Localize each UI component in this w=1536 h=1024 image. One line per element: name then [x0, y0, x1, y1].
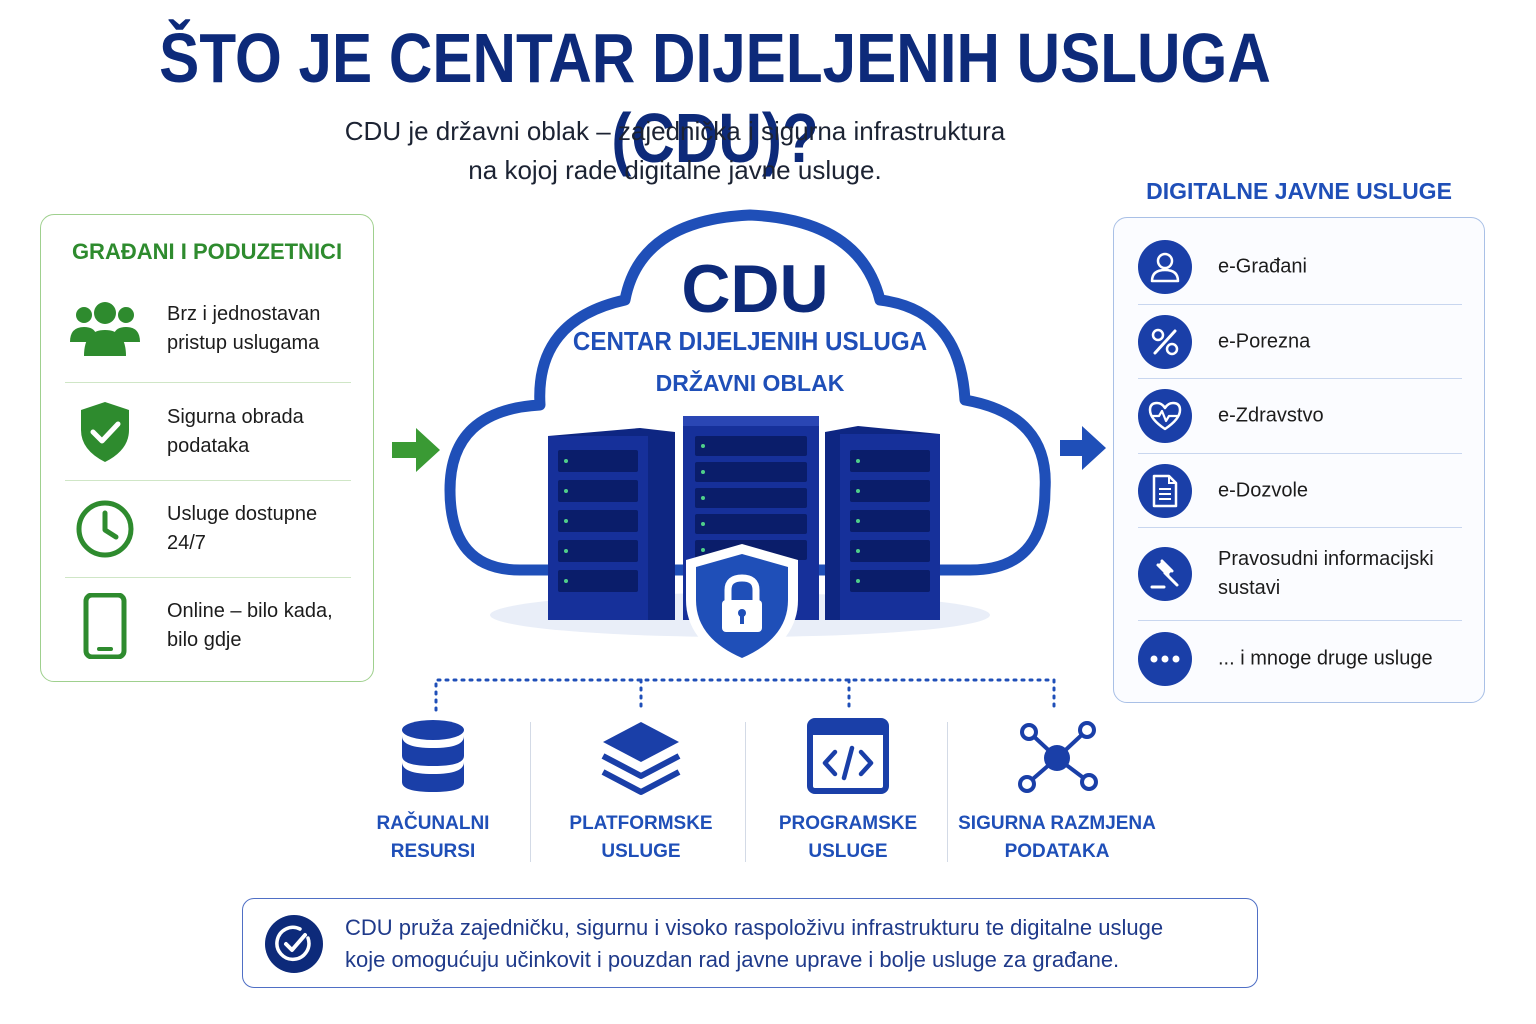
category-divider — [530, 722, 531, 862]
citizen-benefit-availability: Usluge dostupne 24/7 — [65, 480, 351, 577]
service-item-e-zdravstvo[interactable]: e-Zdravstvo — [1138, 379, 1462, 453]
service-label: Pravosudni informacijski sustavi — [1218, 548, 1434, 599]
arrow-right-green-icon — [392, 428, 440, 472]
divider — [1138, 378, 1462, 379]
summary-line-2: koje omogućuju učinkovit i pouzdan rad j… — [345, 947, 1120, 972]
arrow-right-blue-icon — [1060, 426, 1106, 470]
summary-box: CDU pruža zajedničku, sigurnu i visoko r… — [242, 898, 1258, 988]
citizen-benefit-text: Usluge dostupne 24/7 — [167, 500, 357, 558]
summary-text: CDU pruža zajedničku, sigurnu i visoko r… — [345, 912, 1245, 976]
category-secure-data-exchange: SIGURNA RAZMJENA PODATAKA — [952, 700, 1162, 870]
cdu-abbreviation: CDU — [681, 251, 829, 327]
benefit-line-2: pristup uslugama — [167, 331, 320, 354]
category-label: SIGURNA RAZMJENA PODATAKA — [958, 813, 1156, 862]
benefit-line-1: Online – bilo kada, — [167, 599, 333, 622]
benefit-line-1: Sigurna obrada — [167, 405, 304, 428]
divider — [1138, 527, 1462, 528]
citizen-benefit-online: Online – bilo kada, bilo gdje — [65, 577, 351, 674]
citizens-panel: GRAĐANI I PODUZETNICI Brz i jednostavan … — [40, 214, 374, 682]
subtitle-line-2: na kojoj rade digitalne javne usluge. — [468, 155, 882, 185]
digital-services-panel: e-Građani e-Porezna e-Zdravstvo e-Dozvol… — [1113, 217, 1485, 703]
category-software-services: PROGRAMSKE USLUGE — [743, 700, 953, 870]
database-icon — [328, 718, 538, 808]
percent-icon — [1138, 315, 1192, 369]
service-label: e-Porezna — [1218, 330, 1311, 353]
divider — [1138, 453, 1462, 454]
subtitle-line-1: CDU je državni oblak – zajednička i sigu… — [344, 116, 1006, 146]
service-item-e-porezna[interactable]: e-Porezna — [1138, 305, 1462, 379]
category-platform-services: PLATFORMSKE USLUGE — [536, 700, 746, 870]
service-label: e-Građani — [1218, 255, 1307, 278]
category-label: PROGRAMSKE USLUGE — [778, 813, 918, 862]
benefit-line-2: bilo gdje — [167, 628, 242, 651]
server-rack-left — [548, 428, 675, 620]
service-item-e-dozvole[interactable]: e-Dozvole — [1138, 454, 1462, 528]
service-item-e-gradani[interactable]: e-Građani — [1138, 230, 1462, 304]
gavel-icon — [1138, 547, 1192, 601]
divider — [1138, 304, 1462, 305]
citizen-benefit-text: Online – bilo kada, bilo gdje — [167, 597, 357, 655]
divider — [1138, 620, 1462, 621]
more-icon — [1138, 632, 1192, 686]
security-shield-lock-icon — [686, 544, 798, 668]
dotted-connector — [434, 678, 1056, 712]
code-window-icon — [743, 718, 953, 808]
check-circle-icon — [265, 915, 323, 973]
clock-icon — [65, 497, 145, 561]
citizen-benefit-text: Sigurna obrada podataka — [167, 403, 357, 461]
network-icon — [952, 718, 1162, 808]
server-rack-right — [825, 426, 940, 620]
heart-pulse-icon — [1138, 389, 1192, 443]
service-label: e-Zdravstvo — [1218, 404, 1324, 427]
user-icon — [1138, 240, 1192, 294]
layers-icon — [536, 718, 746, 808]
digital-services-heading: DIGITALNE JAVNE USLUGE — [1146, 178, 1452, 204]
category-label: PLATFORMSKE USLUGE — [569, 813, 713, 862]
citizen-benefit-text: Brz i jednostavan pristup uslugama — [167, 300, 357, 358]
divider — [65, 480, 351, 481]
category-divider — [745, 722, 746, 862]
benefit-line-2: podataka — [167, 434, 250, 457]
people-icon — [65, 297, 145, 361]
category-divider — [947, 722, 948, 862]
cdu-state-cloud: DRŽAVNI OBLAK — [655, 370, 845, 396]
divider — [65, 577, 351, 578]
benefit-line-1: Usluge dostupne — [167, 502, 318, 525]
page-title: ŠTO JE CENTAR DIJELJENIH USLUGA (CDU)? — [159, 19, 1271, 177]
divider — [65, 382, 351, 383]
service-label: e-Dozvole — [1218, 479, 1309, 502]
citizen-benefit-security: Sigurna obrada podataka — [65, 383, 351, 480]
benefit-line-1: Brz i jednostavan — [167, 302, 321, 325]
smartphone-icon — [65, 592, 145, 659]
benefit-line-2: 24/7 — [167, 531, 206, 554]
shield-check-icon — [65, 400, 145, 464]
page-subtitle: CDU je državni oblak – zajednička i sigu… — [250, 112, 1100, 190]
cdu-full-name: CENTAR DIJELJENIH USLUGA — [572, 326, 928, 356]
citizens-panel-title: GRAĐANI I PODUZETNICI — [71, 239, 343, 264]
category-compute-resources: RAČUNALNI RESURSI — [328, 700, 538, 870]
service-label: ... i mnoge druge usluge — [1218, 647, 1433, 670]
service-item-more[interactable]: ... i mnoge druge usluge — [1138, 621, 1462, 697]
service-item-pravosudni-sustavi[interactable]: Pravosudni informacijski sustavi — [1138, 528, 1462, 620]
category-label: RAČUNALNI RESURSI — [376, 813, 490, 862]
citizen-benefit-access: Brz i jednostavan pristup uslugama — [65, 280, 351, 377]
summary-line-1: CDU pruža zajedničku, sigurnu i visoko r… — [345, 915, 1164, 940]
document-icon — [1138, 464, 1192, 518]
